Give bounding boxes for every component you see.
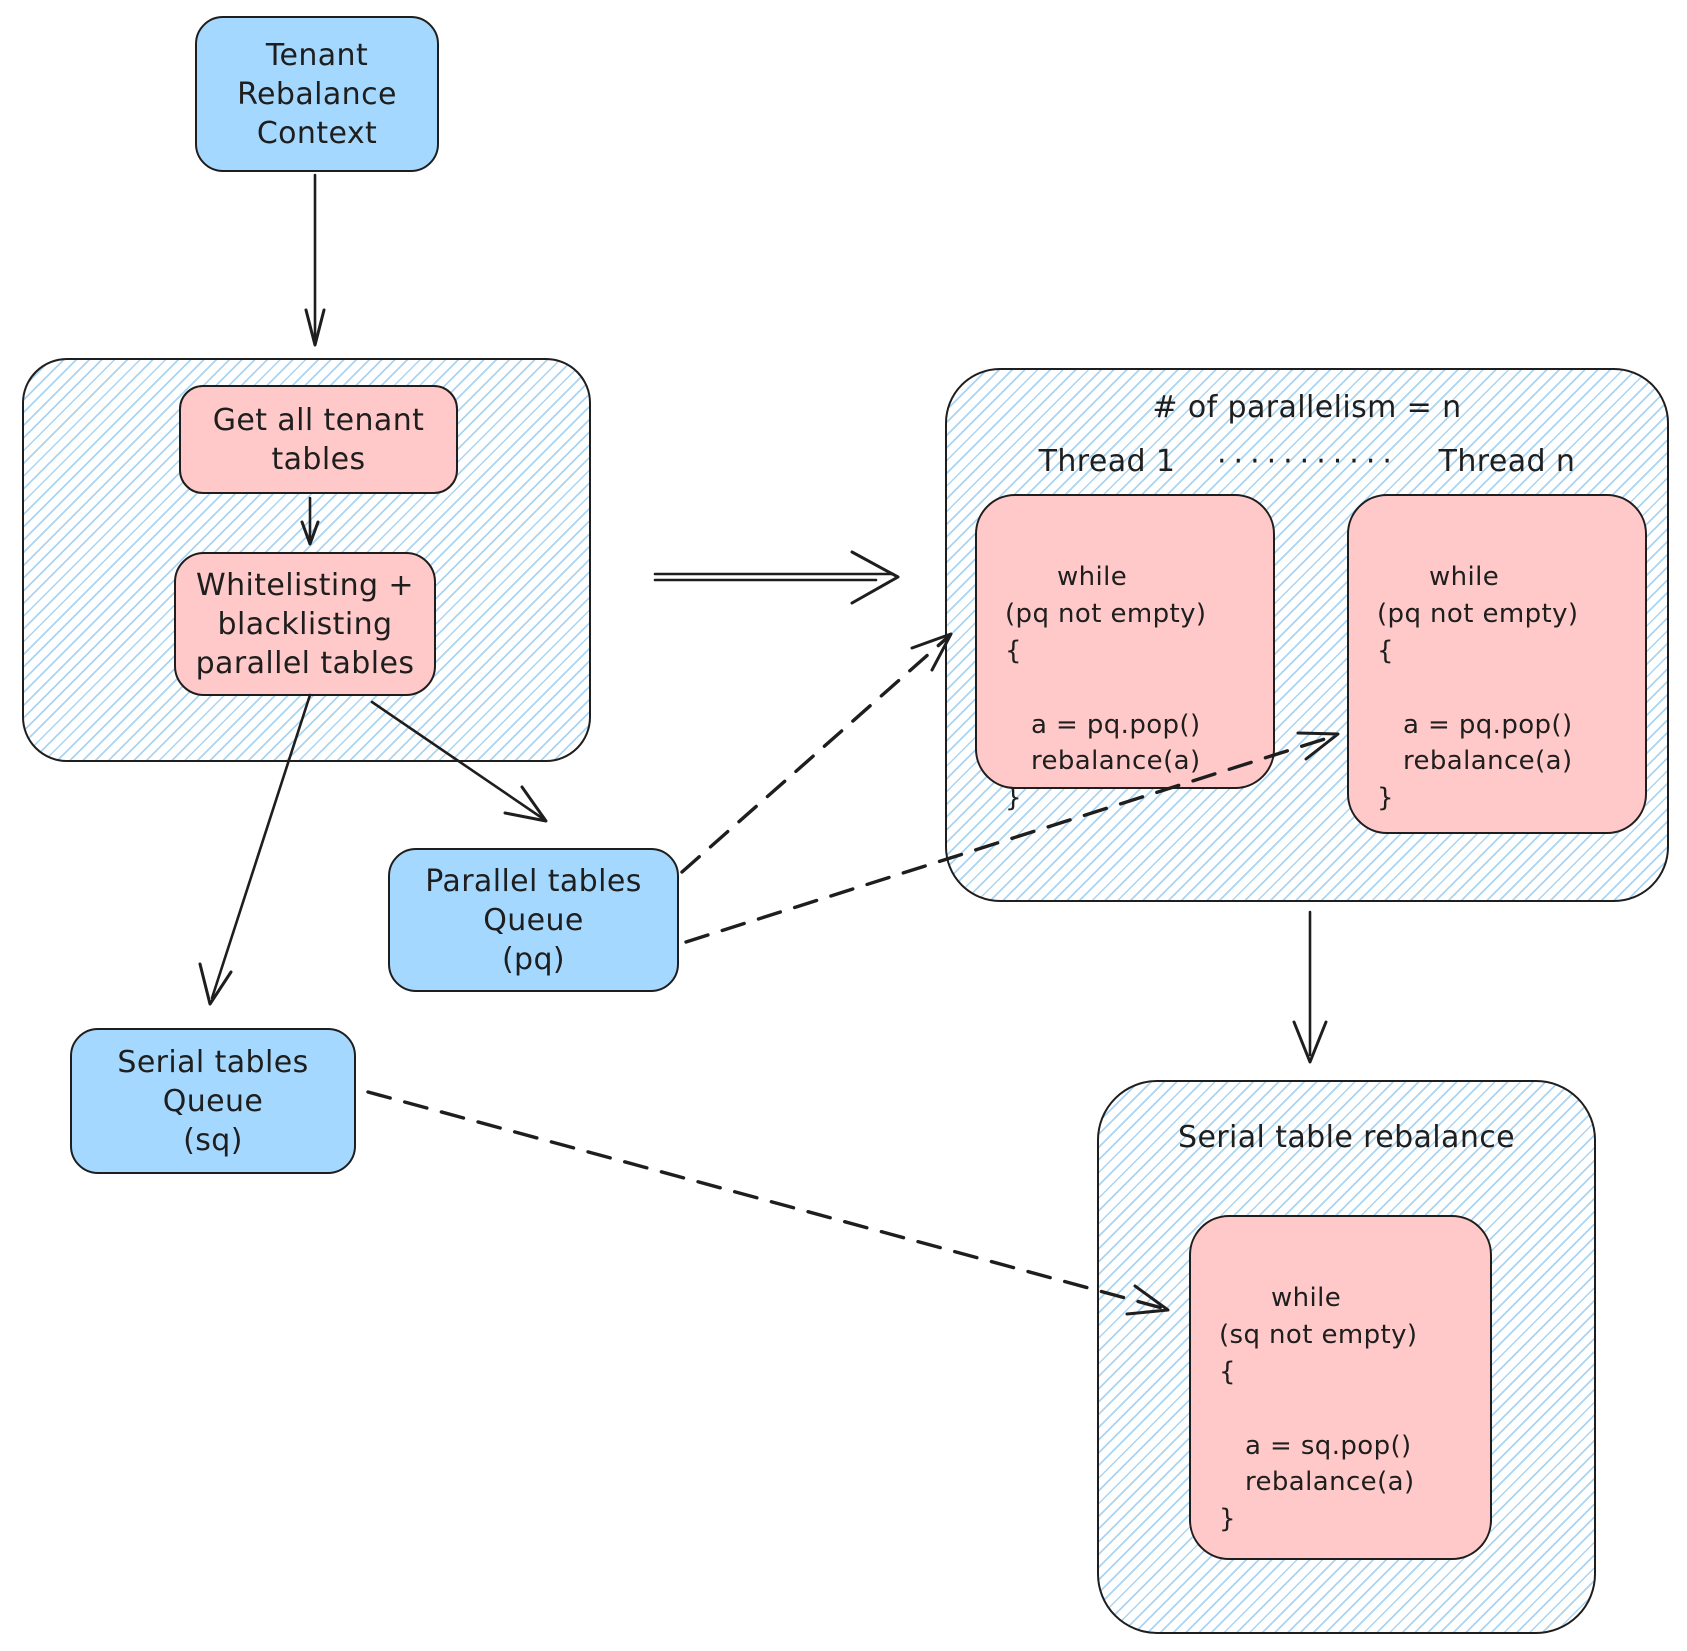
serial-code: while (sq not empty) { a = sq.pop() reba…	[1219, 1282, 1418, 1535]
node-get-all-tenant-tables: Get all tenant tables	[179, 385, 458, 494]
parallelism-title: # of parallelism = n	[1152, 390, 1462, 425]
thread-n-code: while (pq not empty) { a = pq.pop() reba…	[1377, 561, 1579, 814]
thread-1-code-box: while (pq not empty) { a = pq.pop() reba…	[975, 494, 1275, 813]
thread-separator-dots: ···········	[1217, 444, 1399, 479]
parallel-queue-label: Parallel tables Queue (pq)	[425, 863, 642, 977]
thread-n-label: Thread n	[1438, 444, 1576, 479]
thread-1-code: while (pq not empty) { a = pq.pop() reba…	[1005, 561, 1207, 814]
dashed-arrow-parallel-queue-to-thread-1	[680, 632, 953, 874]
container-parallel-threads: # of parallelism = n Thread 1 ··········…	[945, 368, 1669, 902]
serial-code-box: while (sq not empty) { a = sq.pop() reba…	[1189, 1215, 1492, 1560]
arrow-pipeline-to-threads	[653, 550, 900, 605]
thread-1-label: Thread 1	[1038, 444, 1176, 479]
serial-queue-label: Serial tables Queue (sq)	[117, 1044, 309, 1158]
whitelisting-label: Whitelisting + blacklisting parallel tab…	[195, 567, 415, 681]
serial-rebalance-title: Serial table rebalance	[1178, 1120, 1515, 1155]
dashed-arrow-serial-queue-to-serial-rebalance	[366, 1090, 1170, 1316]
node-tenant-rebalance-context: Tenant Rebalance Context	[195, 16, 439, 172]
node-parallel-tables-queue: Parallel tables Queue (pq)	[388, 848, 679, 992]
node-serial-tables-queue: Serial tables Queue (sq)	[70, 1028, 356, 1174]
get-tables-label: Get all tenant tables	[212, 402, 425, 477]
tenant-context-label: Tenant Rebalance Context	[237, 37, 397, 151]
arrow-tenant-to-pipeline	[304, 173, 326, 347]
arrow-threads-to-serial-rebalance	[1292, 910, 1328, 1064]
container-table-pipeline: Get all tenant tables Whitelisting + bla…	[22, 358, 591, 762]
node-whitelisting-blacklisting: Whitelisting + blacklisting parallel tab…	[174, 552, 436, 696]
thread-n-code-box: while (pq not empty) { a = pq.pop() reba…	[1347, 494, 1647, 834]
container-serial-table-rebalance: Serial table rebalance while (sq not emp…	[1097, 1080, 1596, 1634]
